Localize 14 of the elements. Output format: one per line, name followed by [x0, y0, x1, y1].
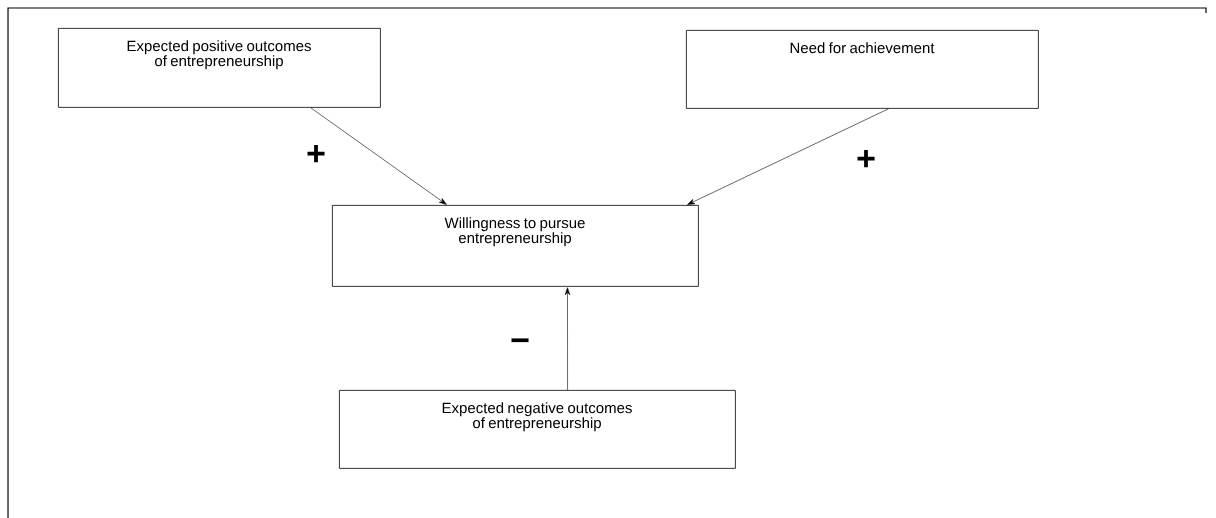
edge-label: +: [307, 145, 325, 163]
arrow: [564, 287, 571, 391]
box: [58, 28, 381, 108]
arrow: [687, 108, 889, 205]
box: [339, 390, 736, 469]
edge-label: +: [857, 150, 875, 168]
edge-label: −: [511, 338, 529, 343]
box: [332, 205, 699, 287]
box-text: Willingness to pursue entrepreneurship: [444, 217, 585, 247]
arrow: [310, 107, 447, 205]
box-text: Expected negative outcomes of entrepreneurship: [442, 402, 632, 432]
box: [686, 30, 1039, 109]
box-text: Need for achievement: [790, 42, 935, 54]
box-text: Expected positive outcomes of entrepreneurship: [127, 40, 311, 70]
